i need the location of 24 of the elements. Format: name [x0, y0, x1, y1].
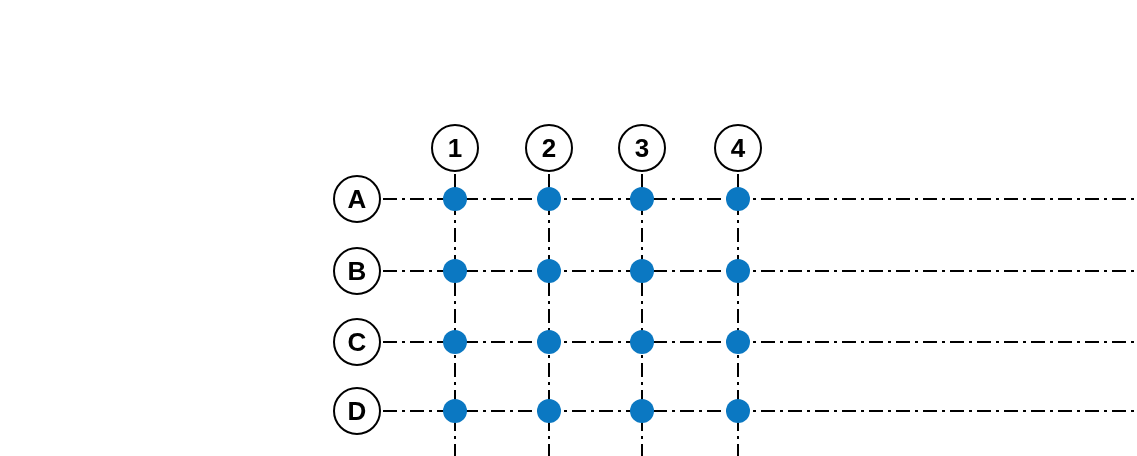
grid-label: C	[347, 329, 367, 355]
grid-line	[382, 410, 1137, 412]
grid-line	[737, 173, 739, 456]
grid-label: 4	[730, 135, 746, 161]
grid-label: D	[347, 398, 367, 424]
grid-line	[382, 198, 1137, 200]
grid-line	[382, 270, 1137, 272]
grid-line	[641, 173, 643, 456]
grid-label: A	[347, 186, 367, 212]
grid-line	[454, 173, 456, 456]
grid-bubble	[333, 247, 381, 295]
grid-line	[548, 173, 550, 456]
grid-label: 1	[447, 135, 463, 161]
grid-label: 2	[541, 135, 557, 161]
grid-bubble	[618, 124, 666, 172]
grid-bubble	[525, 124, 573, 172]
grid-bubble	[333, 175, 381, 223]
grid-line	[382, 341, 1137, 343]
grid-bubble	[714, 124, 762, 172]
grid-bubble	[333, 318, 381, 366]
grid-bubble	[431, 124, 479, 172]
grid-bubble	[333, 387, 381, 435]
grid-label: 3	[634, 135, 650, 161]
grid-label: B	[347, 258, 367, 284]
